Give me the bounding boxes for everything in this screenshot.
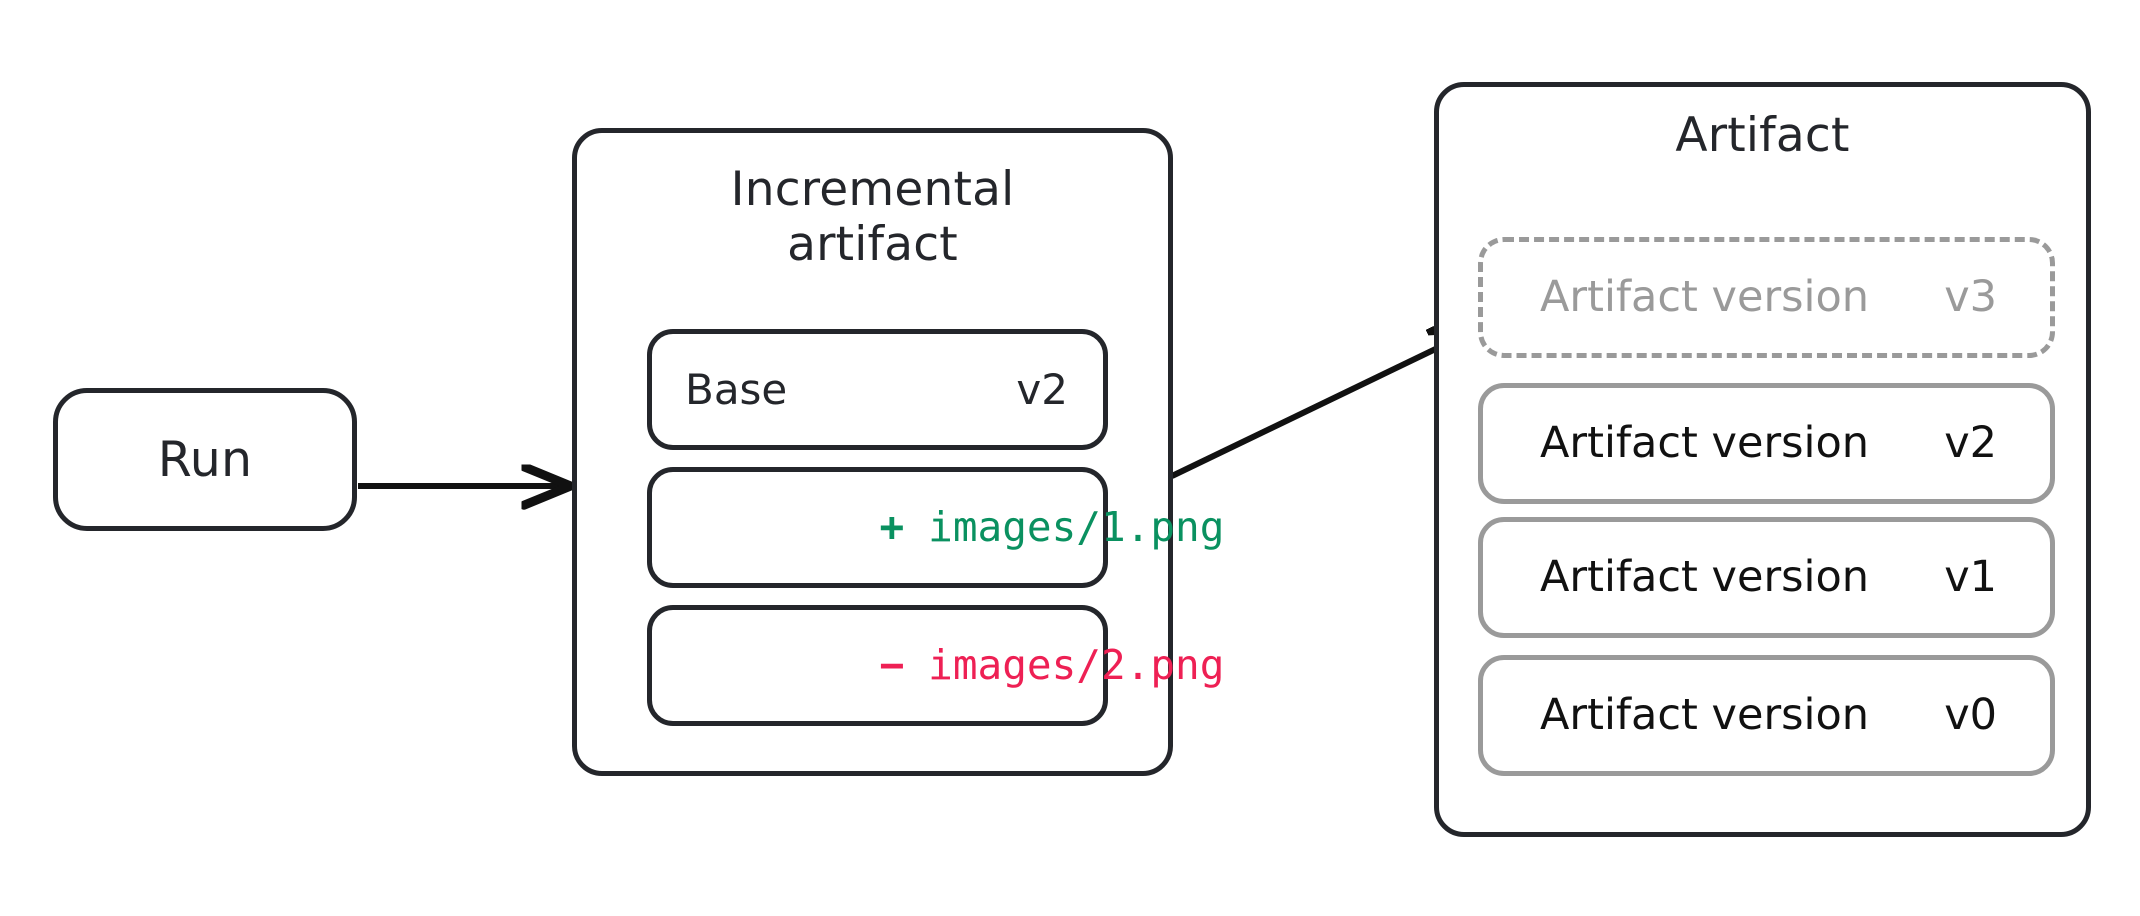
diff-added-sign-icon: +	[879, 503, 905, 551]
base-row-label: Base	[685, 364, 788, 414]
artifact-version-row-v2[interactable]: Artifact version v2	[1478, 383, 2055, 504]
diff-added-line: + images/1.png	[682, 466, 1224, 589]
diff-added-path: images/1.png	[928, 503, 1225, 551]
diff-removed-sign-icon: −	[879, 641, 905, 689]
artifact-version-number-v2: v2	[1944, 418, 1997, 468]
artifact-version-label-v0: Artifact version	[1540, 690, 1870, 740]
artifact-node[interactable]: Artifact Artifact version v3 Artifact ve…	[1434, 82, 2091, 837]
artifact-version-label-v1: Artifact version	[1540, 552, 1870, 602]
diff-removed-line: −images/2.png	[682, 604, 1224, 727]
diff-row-removed[interactable]: −images/2.png	[647, 605, 1224, 726]
artifact-version-number-v0: v0	[1944, 690, 1997, 740]
artifact-title: Artifact	[1675, 108, 1850, 163]
diff-row-added[interactable]: + images/1.png	[647, 467, 1224, 588]
base-row[interactable]: Base v2	[647, 329, 1108, 450]
artifact-version-row-v3[interactable]: Artifact version v3	[1478, 237, 2055, 358]
artifact-version-number-v3: v3	[1944, 272, 1997, 322]
artifact-version-number-v1: v1	[1944, 552, 1997, 602]
incremental-artifact-title-line1: Incremental	[730, 162, 1015, 217]
diff-removed-path: images/2.png	[928, 641, 1225, 689]
artifact-version-label-v2: Artifact version	[1540, 418, 1870, 468]
run-label: Run	[157, 430, 253, 488]
incremental-artifact-title: Incremental artifact	[577, 162, 1168, 272]
incremental-artifact-title-line2: artifact	[787, 216, 958, 272]
artifact-version-row-v1[interactable]: Artifact version v1	[1478, 517, 2055, 638]
incremental-artifact-node[interactable]: Incremental artifact Base v2 + images/1.p…	[572, 128, 1224, 776]
artifact-version-label-v3: Artifact version	[1540, 272, 1870, 322]
edge-incremental-to-artifact	[1170, 330, 1475, 479]
run-node[interactable]: Run	[53, 388, 357, 531]
artifact-version-row-v0[interactable]: Artifact version v0	[1478, 655, 2055, 776]
base-row-version: v2	[1016, 364, 1068, 414]
